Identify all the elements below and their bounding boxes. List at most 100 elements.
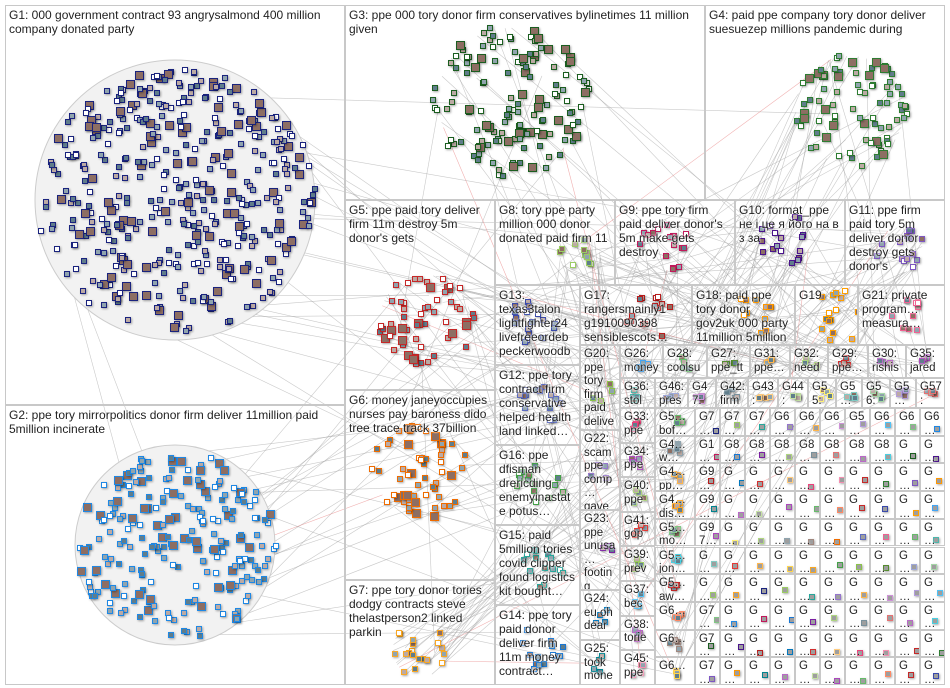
vertex-node[interactable] [833,677,840,684]
vertex-node[interactable] [438,452,445,459]
vertex-node[interactable] [608,547,615,554]
vertex-node[interactable] [931,564,938,571]
vertex-node[interactable] [487,25,493,32]
vertex-node[interactable] [104,141,111,147]
vertex-node[interactable] [410,651,417,658]
vertex-node[interactable] [631,499,638,506]
vertex-node[interactable] [401,314,408,321]
vertex-node[interactable] [172,158,182,168]
vertex-node[interactable] [556,400,563,407]
vertex-node[interactable] [809,567,816,574]
vertex-node[interactable] [229,209,239,219]
vertex-node[interactable] [796,247,803,254]
vertex-node[interactable] [667,581,674,588]
vertex-node[interactable] [81,166,88,173]
vertex-node[interactable] [117,610,124,617]
vertex-node[interactable] [514,483,521,490]
vertex-node[interactable] [477,53,487,63]
vertex-node[interactable] [496,39,503,46]
vertex-node[interactable] [246,116,256,126]
vertex-node[interactable] [868,83,875,90]
vertex-node[interactable] [251,148,258,155]
vertex-node[interactable] [919,236,926,243]
vertex-node[interactable] [390,491,397,498]
vertex-node[interactable] [514,108,521,115]
vertex-node[interactable] [215,459,225,469]
vertex-node[interactable] [530,665,537,672]
vertex-node[interactable] [813,505,819,512]
vertex-node[interactable] [554,475,561,482]
group-small[interactable]: G8… [820,435,845,464]
group-g12[interactable]: G12: ppe tory contract firm conservative… [495,365,580,445]
vertex-node[interactable] [100,482,107,489]
vertex-node[interactable] [107,500,114,507]
vertex-node[interactable] [383,499,390,506]
vertex-node[interactable] [241,555,248,562]
group-small[interactable]: G… [795,518,820,547]
vertex-node[interactable] [532,555,539,562]
vertex-node[interactable] [200,197,207,204]
vertex-node[interactable] [136,463,143,470]
vertex-node[interactable] [453,64,460,71]
vertex-node[interactable] [277,146,284,153]
vertex-node[interactable] [201,248,208,255]
vertex-node[interactable] [228,515,235,522]
group-small[interactable]: G… [920,463,945,492]
vertex-node[interactable] [533,103,543,113]
group-small[interactable]: G8… [845,435,870,464]
group-g27[interactable]: G27: ppe_tt… [707,345,750,378]
group-g4a[interactable]: G4… w… [655,435,695,464]
vertex-node[interactable] [137,613,144,620]
vertex-node[interactable] [439,275,446,282]
group-small[interactable]: G5… [845,408,870,436]
vertex-node[interactable] [179,98,186,105]
vertex-node[interactable] [86,226,96,236]
vertex-node[interactable] [214,554,221,561]
vertex-node[interactable] [229,508,236,515]
vertex-node[interactable] [137,86,144,93]
vertex-node[interactable] [264,556,271,563]
vertex-node[interactable] [397,298,404,305]
group-g43[interactable]: G43: sars… [748,378,778,408]
vertex-node[interactable] [188,83,195,90]
vertex-node[interactable] [548,554,555,561]
vertex-node[interactable] [551,63,558,70]
vertex-node[interactable] [167,632,174,639]
vertex-node[interactable] [81,257,88,264]
vertex-node[interactable] [230,485,237,492]
vertex-node[interactable] [142,550,149,557]
vertex-node[interactable] [492,58,499,65]
vertex-node[interactable] [234,119,244,129]
vertex-node[interactable] [121,607,128,614]
vertex-node[interactable] [240,233,247,240]
group-small[interactable]: G… [720,491,745,519]
vertex-node[interactable] [306,163,313,170]
vertex-node[interactable] [850,105,857,112]
vertex-node[interactable] [122,282,132,292]
group-g5[interactable]: G5: ppe paid tory deliver firm 11m destr… [345,200,495,390]
vertex-node[interactable] [152,262,159,269]
vertex-node[interactable] [473,127,480,134]
vertex-node[interactable] [835,52,842,59]
vertex-node[interactable] [475,156,482,163]
group-small[interactable]: G… [795,546,820,575]
vertex-node[interactable] [115,164,122,171]
group-small[interactable]: G7… [695,629,720,658]
vertex-node[interactable] [219,465,229,475]
vertex-node[interactable] [645,361,652,368]
vertex-node[interactable] [904,296,911,303]
vertex-node[interactable] [238,491,245,498]
vertex-node[interactable] [577,74,584,81]
vertex-node[interactable] [411,508,421,518]
vertex-node[interactable] [437,629,444,636]
vertex-node[interactable] [126,482,133,489]
vertex-node[interactable] [217,538,224,545]
vertex-node[interactable] [550,566,557,573]
vertex-node[interactable] [126,543,133,550]
vertex-node[interactable] [233,616,240,623]
vertex-node[interactable] [903,255,910,262]
vertex-node[interactable] [138,534,145,541]
group-g36[interactable]: G36: stol… [620,378,655,408]
vertex-node[interactable] [575,119,582,126]
vertex-node[interactable] [676,507,683,514]
